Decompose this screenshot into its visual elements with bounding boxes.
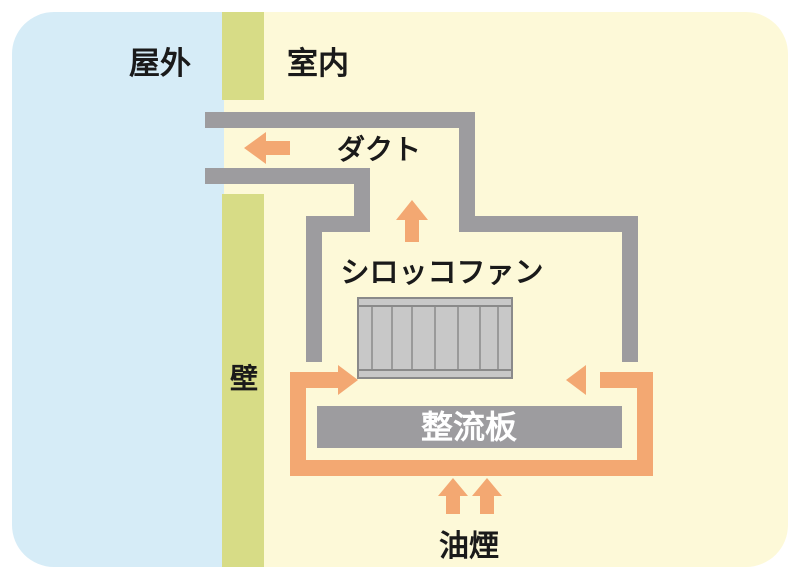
airflow-stem-right xyxy=(480,494,494,514)
outdoor-area xyxy=(12,12,224,567)
sirocco-fan-blades xyxy=(371,306,499,370)
airflow-loop xyxy=(290,372,653,476)
airflow-arrow-up-left xyxy=(438,478,468,496)
airflow-stem-left xyxy=(446,494,460,514)
airflow-arrow-up-right xyxy=(472,478,502,496)
airflow xyxy=(244,132,653,514)
airflow-arrow-up-fan xyxy=(396,200,428,220)
airflow-exhaust-stem xyxy=(264,141,290,155)
airflow-arrow-right-in xyxy=(566,365,586,395)
baffle-plate xyxy=(317,406,622,448)
label-wall: 壁 xyxy=(230,362,258,395)
diagram-frame xyxy=(12,12,788,567)
wall-upper xyxy=(222,12,264,100)
duct xyxy=(205,112,638,362)
label-baffle: 整流板 xyxy=(421,408,517,446)
label-outdoor: 屋外 xyxy=(129,46,191,82)
duct-lower-wall xyxy=(205,168,370,362)
airflow-arrow-exhaust xyxy=(244,132,266,164)
airflow-arrow-left-in xyxy=(338,365,358,395)
duct-upper-wall xyxy=(205,112,638,362)
label-sirocco-fan: シロッコファン xyxy=(340,255,543,289)
sirocco-fan xyxy=(357,297,513,379)
label-indoor: 室内 xyxy=(287,46,349,82)
airflow-up-stem xyxy=(405,220,419,242)
wall-lower xyxy=(222,194,264,567)
label-duct: ダクト xyxy=(337,133,421,166)
label-oil-smoke: 油煙 xyxy=(439,529,499,564)
